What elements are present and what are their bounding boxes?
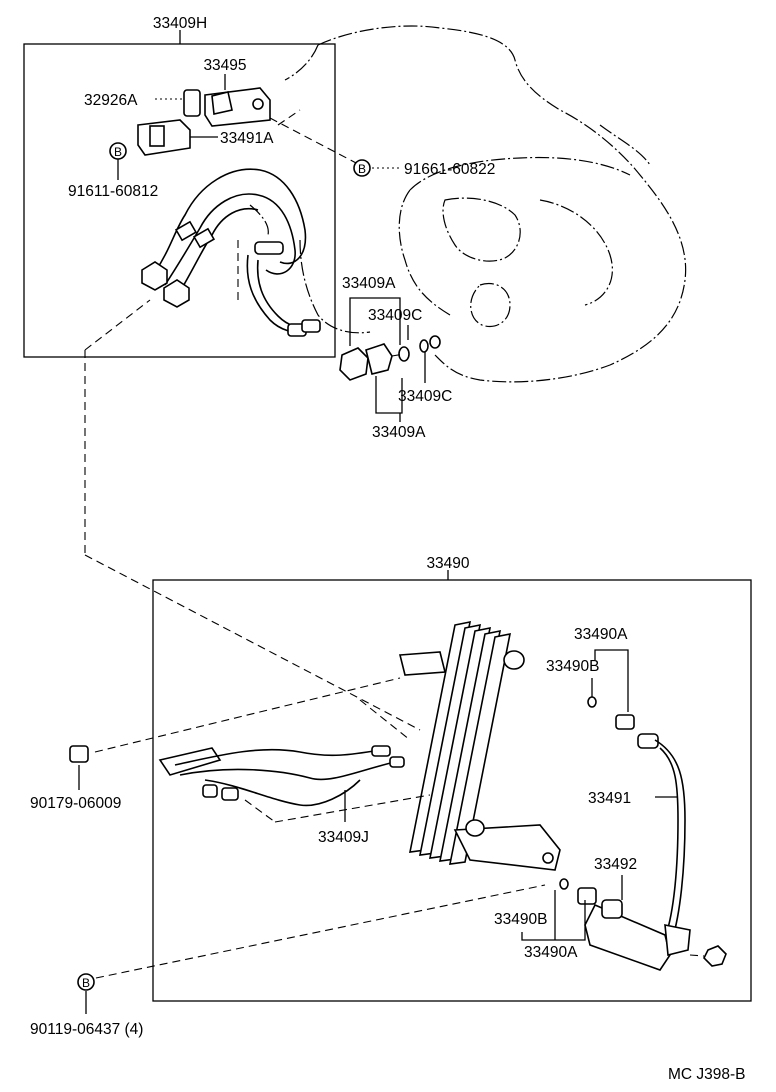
label-91611-60812: 91611-60812 <box>68 183 158 200</box>
label-33492: 33492 <box>594 856 637 873</box>
label-91661-60822: 91661-60822 <box>404 161 495 178</box>
svg-text:B: B <box>82 976 90 990</box>
label-33491A: 33491A <box>220 130 274 147</box>
label-33409J: 33409J <box>318 829 369 846</box>
label-33490B-bot: 33490B <box>494 911 547 928</box>
thermo-valve-33492 <box>559 878 727 971</box>
footer-code: MC J398-B <box>668 1066 746 1083</box>
nut-90179-06009 <box>69 745 89 763</box>
clamp-33495 <box>204 87 271 127</box>
label-33490A-bot: 33490A <box>524 944 578 961</box>
label-33409A-top: 33409A <box>342 275 396 292</box>
label-33409A-bot: 33409A <box>372 424 426 441</box>
oil-cooler <box>398 620 561 871</box>
label-33495: 33495 <box>203 57 246 74</box>
label-33490B-top: 33490B <box>546 658 599 675</box>
union-fittings <box>339 335 441 381</box>
svg-text:B: B <box>358 162 366 176</box>
group-box-upper <box>23 43 336 358</box>
label-33491: 33491 <box>588 790 631 807</box>
clamp-33491A <box>137 119 191 156</box>
bolt-mark-lower: B <box>77 973 95 991</box>
label-90119-06437: 90119-06437 (4) <box>30 1021 143 1038</box>
cooler-pipes-upper <box>141 168 321 337</box>
transmission-housing <box>249 25 687 383</box>
label-33409C-top: 33409C <box>368 307 422 324</box>
pipe-33491 <box>637 733 686 941</box>
group-label-upper: 33409H <box>153 15 207 32</box>
bolt-mark-left: B <box>109 142 127 160</box>
label-33490A-top: 33490A <box>574 626 628 643</box>
fittings-upper-right <box>587 696 635 730</box>
bolt-mark-right: B <box>353 159 371 177</box>
label-90179-06009: 90179-06009 <box>30 795 121 812</box>
spacer-32926A <box>183 89 201 117</box>
group-box-lower <box>152 579 752 1002</box>
pipes-33409J <box>158 745 405 807</box>
label-32926A: 32926A <box>84 92 138 109</box>
svg-text:B: B <box>114 145 122 159</box>
group-label-lower: 33490 <box>426 555 469 572</box>
label-33409C-bot: 33409C <box>398 388 452 405</box>
